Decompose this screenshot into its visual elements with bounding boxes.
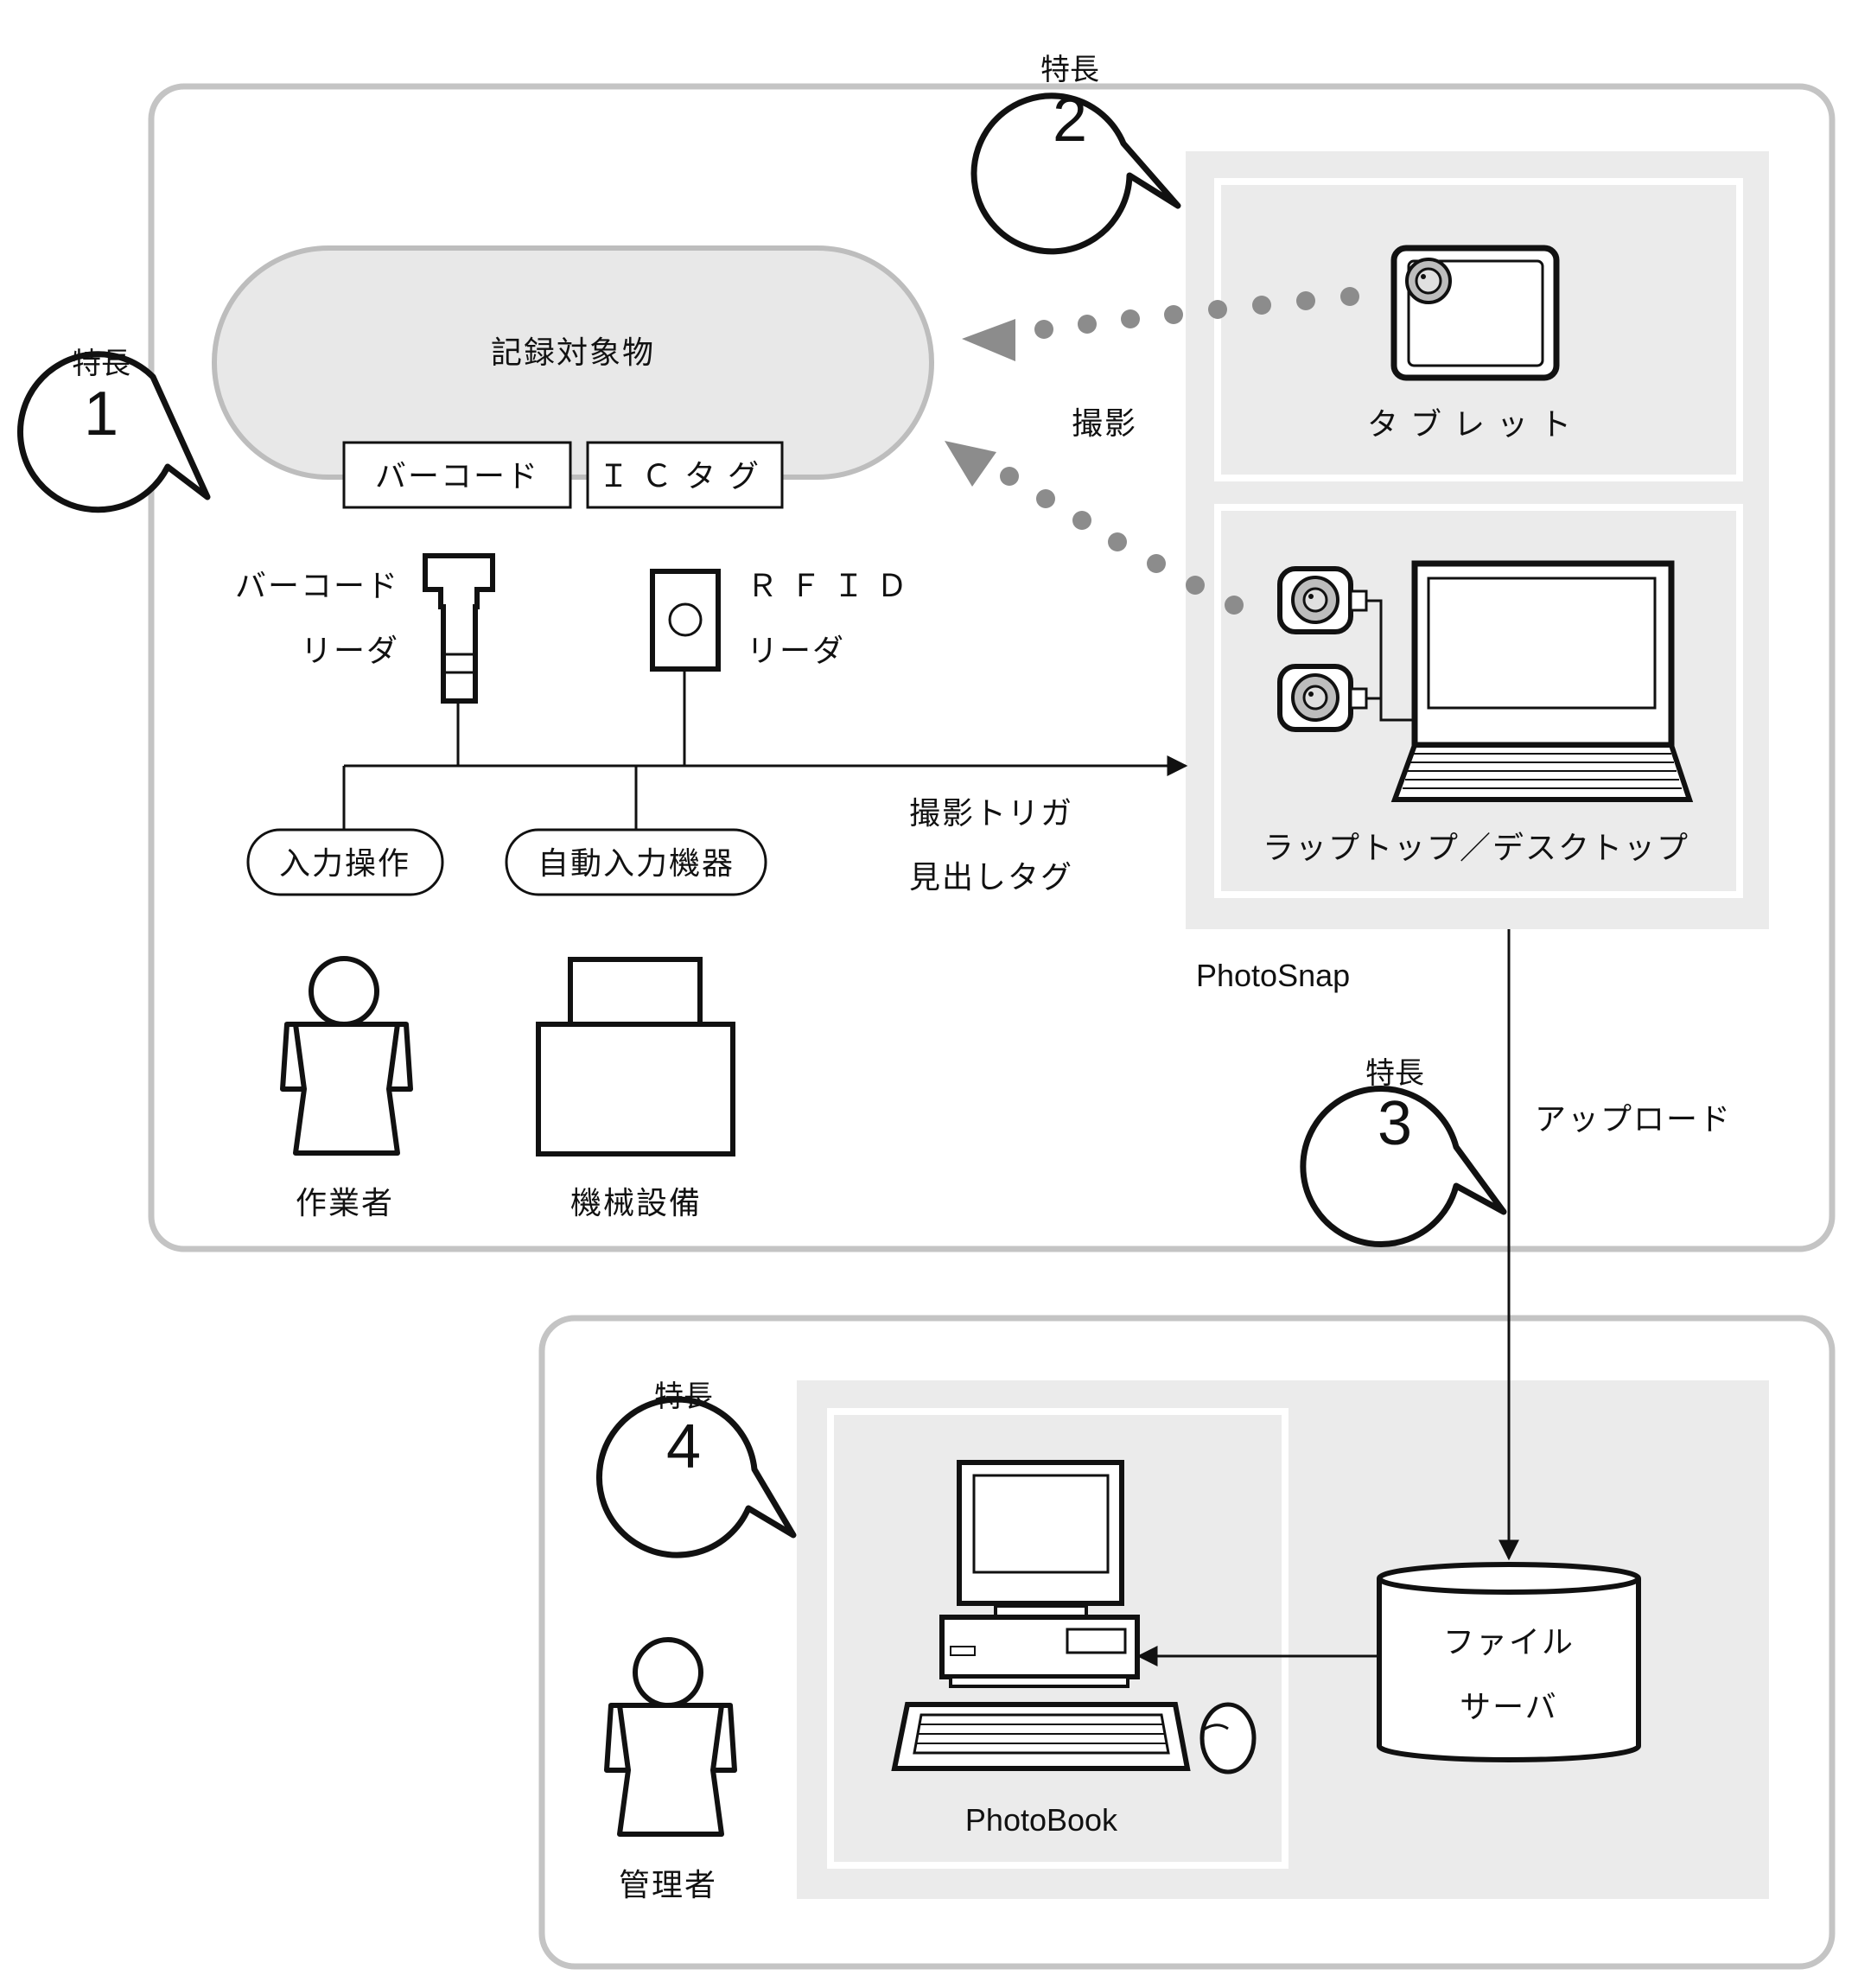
auto-input-box (505, 828, 767, 896)
manual-input-box (246, 828, 444, 896)
feature-bubble-label: 特長 (1365, 1056, 1424, 1091)
tablet-icon (1390, 245, 1560, 381)
manual-input-label: 入力操作 (279, 846, 410, 882)
feature-bubble-4: 特長 4 (595, 1379, 797, 1558)
trigger-label: 見出しタグ (909, 860, 1073, 895)
photosnap-label: PhotoSnap (1196, 958, 1350, 993)
laptop-icon (1390, 560, 1694, 802)
camera-icon (1277, 664, 1368, 732)
rfid-reader-label: リーダ (747, 634, 845, 669)
machine-label: 機械設備 (570, 1186, 702, 1221)
feature-bubble-number: 3 (1378, 1089, 1412, 1158)
trigger-label: 撮影トリガ (909, 796, 1073, 832)
worker-label: 作業者 (296, 1186, 394, 1221)
photobook-label: PhotoBook (965, 1802, 1118, 1838)
rfid-reader-label: ＲＦＩＤ (747, 569, 919, 604)
feature-bubble-label: 特長 (654, 1379, 713, 1414)
file-server-label: サーバ (1460, 1690, 1558, 1725)
barcode-tag-box (342, 441, 572, 509)
feature-bubble-number: 4 (666, 1412, 701, 1481)
feature-bubble-label: 特長 (1040, 53, 1099, 87)
barcode-reader-label: リーダ (301, 634, 399, 669)
office-frame (538, 1315, 1836, 1970)
trigger-bus (342, 669, 1188, 830)
file-server-label: ファイル (1443, 1625, 1575, 1660)
feature-bubble-label: 特長 (72, 347, 130, 381)
ic-tag-label: ＩＣタグ (598, 459, 771, 494)
barcode-tag-label: バーコード (375, 459, 539, 494)
camera-icon (1277, 566, 1368, 634)
admin-icon (604, 1637, 737, 1837)
tablet-label: タブレット (1367, 407, 1583, 443)
feature-bubble-number: 2 (1053, 86, 1087, 155)
camera-cable (1366, 599, 1415, 722)
auto-input-label: 自動入力機器 (538, 846, 735, 882)
upload-label: アップロード (1535, 1102, 1732, 1137)
laptop-label: ラップトップ／デスクトップ (1263, 831, 1689, 866)
feature-bubble-2: 特長 2 (970, 53, 1181, 255)
capture-site-frame (148, 83, 1836, 1252)
file-server-icon (1377, 1562, 1641, 1762)
worker-icon (280, 956, 413, 1156)
laptop-panel (1214, 504, 1743, 898)
record-object (212, 245, 934, 480)
capture-dotted-arrows (945, 287, 1359, 615)
feature-bubble-1: 特長 1 (16, 347, 211, 513)
rfid-reader-icon (650, 569, 721, 672)
machine-icon (536, 957, 735, 1156)
barcode-reader-icon (423, 553, 495, 704)
barcode-reader-label: バーコード (235, 569, 399, 604)
admin-label: 管理者 (619, 1868, 717, 1903)
desktop-pc-icon (891, 1460, 1257, 1775)
record-object-label: 記録対象物 (491, 335, 655, 371)
ic-tag-box (586, 441, 784, 509)
capture-label: 撮影 (1072, 406, 1137, 442)
feature-bubble-number: 1 (84, 379, 118, 449)
tablet-panel (1214, 178, 1743, 481)
photobook-inner-panel (827, 1408, 1289, 1869)
feature-bubble-3: 特長 3 (1300, 1056, 1507, 1247)
